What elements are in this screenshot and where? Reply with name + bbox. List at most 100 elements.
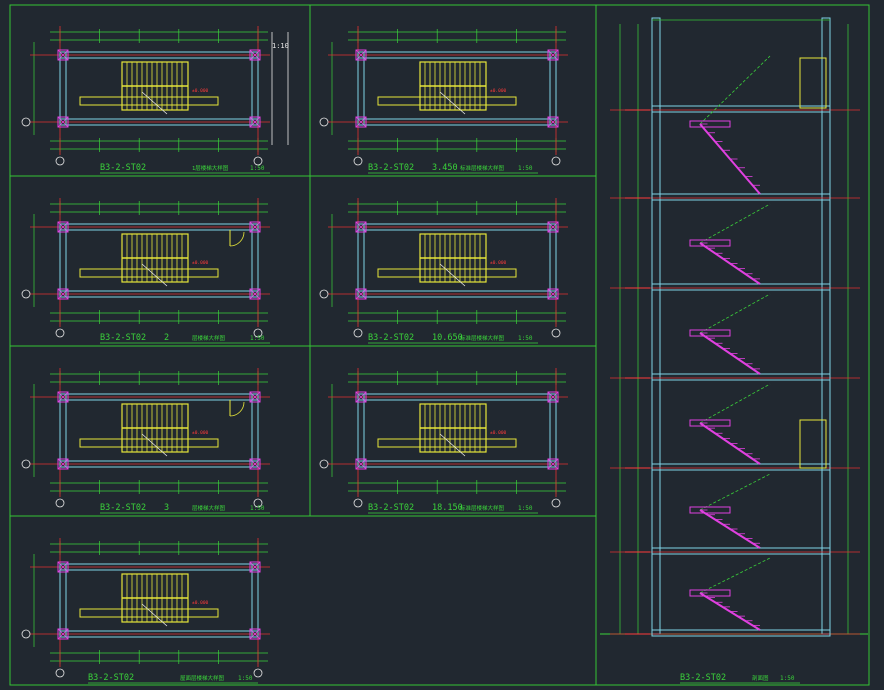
- axis-bubble-icon: [253, 498, 263, 508]
- stair-plan-2: ±0.000: [319, 26, 568, 166]
- hatch-line: [57, 288, 69, 300]
- drawing-name: 屋面层楼梯大样图: [180, 674, 225, 682]
- drawing-code: B3-2-ST02: [368, 163, 414, 173]
- axis-bubble-icon: [353, 328, 363, 338]
- walk-arrow: [439, 263, 466, 287]
- hatch-line: [57, 628, 69, 640]
- drawing-code: B3-2-ST02: [368, 503, 414, 513]
- axis-bubble-icon: [21, 459, 31, 469]
- wall-left: [357, 223, 365, 298]
- axis-bubble-icon: [253, 668, 263, 678]
- drawing-code: B3-2-ST02: [100, 333, 146, 343]
- section-door: [799, 419, 827, 469]
- stair-plans: ±0.0001:10±0.000±0.000±0.000±0.000±0.000…: [21, 26, 568, 678]
- hatch-line: [355, 391, 367, 403]
- wall-right: [549, 393, 557, 468]
- stair-flight-outline: [699, 473, 771, 511]
- drawing-scale: 1:50: [250, 505, 265, 512]
- hatch-line: [547, 458, 559, 470]
- landing-rail: [79, 438, 219, 448]
- door-swing-icon: [229, 231, 245, 247]
- column-hatch: [355, 221, 367, 233]
- sheet-frames: [9, 4, 870, 686]
- hatch-line: [249, 288, 261, 300]
- wall-right: [251, 223, 259, 298]
- column-hatch: [355, 391, 367, 403]
- floor-slab: [651, 463, 831, 471]
- landing-slab: [689, 506, 731, 514]
- wall-right: [251, 51, 259, 126]
- stair-flight-outline: [699, 203, 771, 244]
- door-swing-icon: [229, 401, 245, 417]
- landing-rail: [377, 438, 517, 448]
- drawing-level: 10.650: [432, 333, 463, 343]
- landing-slab: [689, 239, 731, 247]
- axis-bubble-icon: [55, 328, 65, 338]
- hatch-line: [355, 288, 367, 300]
- landing-slab: [689, 120, 731, 128]
- axis-bubble-icon: [21, 629, 31, 639]
- hatch-line: [249, 116, 261, 128]
- wall-left: [59, 393, 67, 468]
- column-hatch: [355, 116, 367, 128]
- axis-bubble-icon: [319, 459, 329, 469]
- stair-plan-7: ±0.000: [21, 538, 270, 678]
- landing-slab: [689, 329, 731, 337]
- axis-bubble-icon: [21, 289, 31, 299]
- hatch-line: [57, 458, 69, 470]
- column-hatch: [355, 49, 367, 61]
- walk-arrow: [141, 263, 168, 287]
- wall-right: [549, 51, 557, 126]
- hatch-line: [249, 628, 261, 640]
- wall-left: [59, 223, 67, 298]
- drawing-scale: 1:50: [250, 165, 265, 172]
- hatch-line: [355, 221, 367, 233]
- hatch-line: [547, 288, 559, 300]
- section-name: 剖面图: [752, 674, 769, 682]
- column-hatch: [547, 391, 559, 403]
- landing-rail: [79, 268, 219, 278]
- hatch-line: [57, 391, 69, 403]
- wall-left: [59, 51, 67, 126]
- stair-plan-6: ±0.000: [319, 368, 568, 508]
- drawing-code: B3-2-ST02: [100, 163, 146, 173]
- landing-rail: [79, 96, 219, 106]
- drawing-code: B3-2-ST02: [368, 333, 414, 343]
- level-mark: ±0.000: [192, 88, 209, 94]
- section-door: [799, 57, 827, 109]
- column-hatch: [249, 458, 261, 470]
- hatch-line: [547, 49, 559, 61]
- stair-plan-5: ±0.000: [21, 368, 270, 508]
- hatch-line: [57, 221, 69, 233]
- axis-bubble-icon: [253, 328, 263, 338]
- floor-slab: [651, 629, 831, 637]
- floor-slab: [651, 547, 831, 555]
- stair-flight-outline: [699, 383, 771, 424]
- axis-bubble-icon: [551, 328, 561, 338]
- column-hatch: [249, 49, 261, 61]
- wall-right: [251, 563, 259, 638]
- drawing-scale: 1:50: [518, 335, 533, 342]
- drawing-level: 3.450: [432, 163, 458, 173]
- column-hatch: [249, 221, 261, 233]
- hatch-line: [57, 116, 69, 128]
- column-hatch: [57, 49, 69, 61]
- walk-arrow: [439, 91, 466, 115]
- axis-bubble-icon: [21, 117, 31, 127]
- axis-bubble-icon: [55, 156, 65, 166]
- column-hatch: [355, 458, 367, 470]
- column-hatch: [57, 628, 69, 640]
- drawing-scale: 1:50: [238, 675, 253, 682]
- level-mark: ±0.000: [490, 88, 507, 94]
- outer-frame-right: [595, 4, 870, 686]
- level-mark: ±0.000: [490, 430, 507, 436]
